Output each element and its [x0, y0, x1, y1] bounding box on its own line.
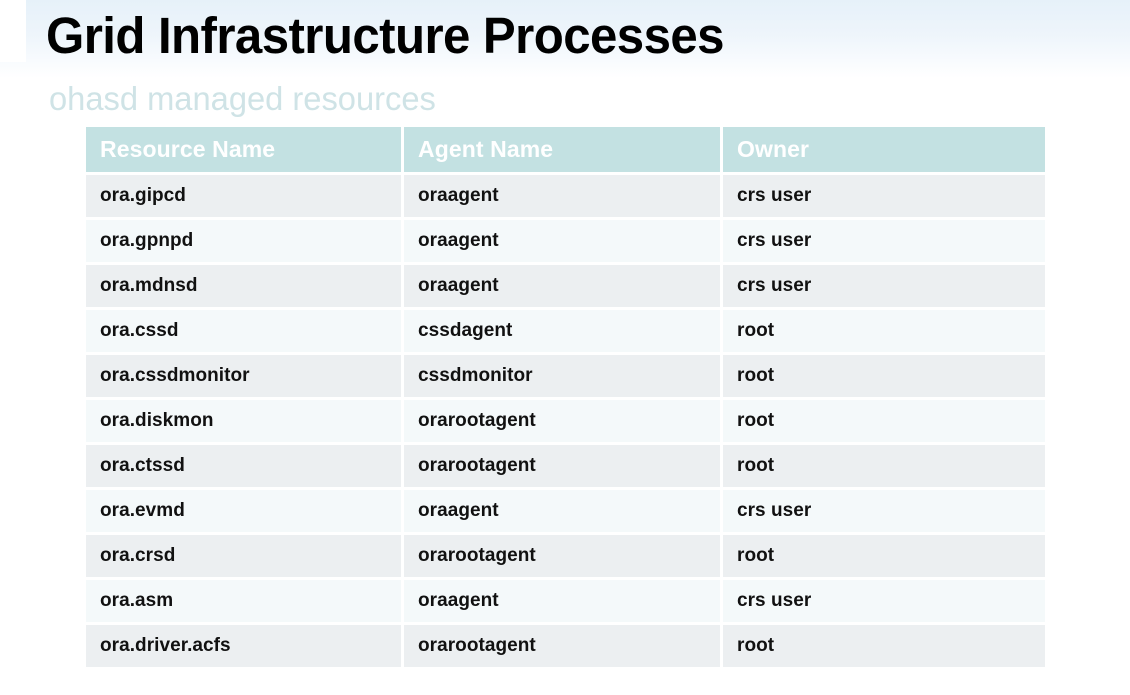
cell-resource-name: ora.cssd: [86, 307, 404, 352]
cell-owner: root: [723, 352, 1045, 397]
table-header-row: Resource Name Agent Name Owner: [86, 127, 1045, 172]
cell-agent-name: oraagent: [404, 577, 723, 622]
cell-owner: crs user: [723, 577, 1045, 622]
cell-resource-name: ora.mdnsd: [86, 262, 404, 307]
cell-agent-name: oraagent: [404, 262, 723, 307]
cell-resource-name: ora.gipcd: [86, 172, 404, 217]
slide-title: Grid Infrastructure Processes: [46, 7, 725, 64]
ohasd-managed-resources-table: Resource Name Agent Name Owner ora.gipcd…: [86, 127, 1045, 667]
column-header-resource-name: Resource Name: [86, 127, 404, 172]
cell-resource-name: ora.driver.acfs: [86, 622, 404, 667]
cell-agent-name: orarootagent: [404, 397, 723, 442]
cell-resource-name: ora.diskmon: [86, 397, 404, 442]
cell-agent-name: oraagent: [404, 487, 723, 532]
cell-agent-name: cssdmonitor: [404, 352, 723, 397]
cell-resource-name: ora.cssdmonitor: [86, 352, 404, 397]
cell-owner: root: [723, 397, 1045, 442]
cell-resource-name: ora.evmd: [86, 487, 404, 532]
cell-owner: root: [723, 442, 1045, 487]
column-header-owner: Owner: [723, 127, 1045, 172]
cell-resource-name: ora.crsd: [86, 532, 404, 577]
cell-owner: root: [723, 622, 1045, 667]
cell-resource-name: ora.ctssd: [86, 442, 404, 487]
cell-resource-name: ora.gpnpd: [86, 217, 404, 262]
cell-agent-name: oraagent: [404, 217, 723, 262]
cell-agent-name: orarootagent: [404, 532, 723, 577]
cell-resource-name: ora.asm: [86, 577, 404, 622]
cell-agent-name: oraagent: [404, 172, 723, 217]
cell-owner: root: [723, 532, 1045, 577]
cell-owner: root: [723, 307, 1045, 352]
cell-owner: crs user: [723, 262, 1045, 307]
cell-agent-name: orarootagent: [404, 442, 723, 487]
top-decorative-gradient-band: [0, 0, 1130, 78]
cell-owner: crs user: [723, 487, 1045, 532]
slide-subtitle: ohasd managed resources: [49, 80, 436, 117]
cell-owner: crs user: [723, 172, 1045, 217]
cell-owner: crs user: [723, 217, 1045, 262]
cell-agent-name: orarootagent: [404, 622, 723, 667]
column-header-agent-name: Agent Name: [404, 127, 723, 172]
table-header: Resource Name Agent Name Owner: [86, 127, 1045, 172]
top-left-corner-notch: [0, 0, 26, 62]
cell-agent-name: cssdagent: [404, 307, 723, 352]
